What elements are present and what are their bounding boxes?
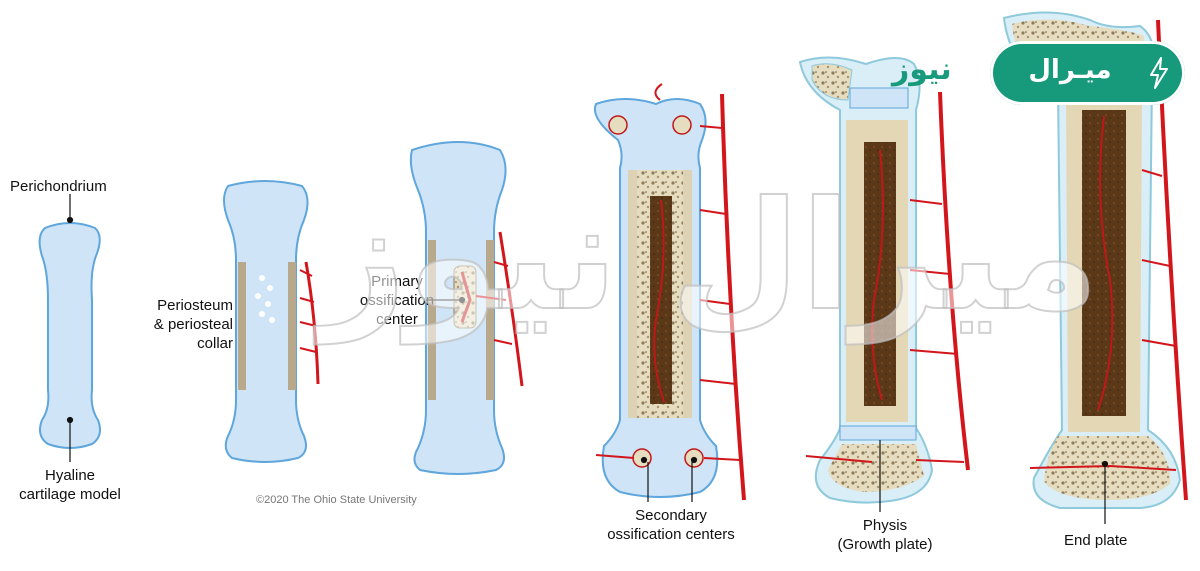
leader-lines xyxy=(66,194,1109,524)
stage-5-physis xyxy=(798,56,970,504)
stage-3-primary-center xyxy=(409,141,524,475)
label-periosteum-line-1: Periosteum xyxy=(157,297,233,314)
stage-1-cartilage-model xyxy=(38,222,101,449)
label-hyaline-cartilage: Hyaline cartilage model xyxy=(8,466,132,504)
label-primary-line-2: ossification xyxy=(359,292,435,309)
label-primary-center: Primary ossification center xyxy=(354,272,440,329)
watermark-overlay-text: ميرال نيوز xyxy=(319,169,1100,345)
brand-logo-text: ميـرال xyxy=(1028,55,1112,85)
label-periosteum: Periosteum & periosteal collar xyxy=(120,296,233,353)
label-primary-line-1: Primary xyxy=(371,273,423,290)
label-hyaline-line-1: Hyaline xyxy=(44,467,96,484)
label-hyaline-line-2: cartilage model xyxy=(19,486,121,503)
lightning-bolt-icon xyxy=(1150,57,1168,89)
label-physis-line-2: (Growth plate) xyxy=(837,536,933,553)
stage-2-periosteal-collar xyxy=(223,180,320,463)
label-physis: Physis (Growth plate) xyxy=(818,516,952,554)
label-secondary-line-1: Secondary xyxy=(635,507,707,524)
brand-logo: ميـرال xyxy=(990,41,1185,105)
label-end-plate: End plate xyxy=(1064,532,1128,549)
label-periosteum-line-2: & periosteal xyxy=(153,316,233,333)
label-periosteum-line-3: collar xyxy=(197,335,233,352)
stage-4-secondary-centers xyxy=(594,83,746,501)
label-physis-line-1: Physis xyxy=(862,517,908,534)
label-secondary-line-2: ossification centers xyxy=(607,526,735,543)
label-primary-line-3: center xyxy=(376,311,418,328)
copyright-text: ©2020 The Ohio State University xyxy=(256,494,417,506)
brand-logo-green-text: نيوز xyxy=(892,52,952,87)
label-secondary-centers: Secondary ossification centers xyxy=(588,506,754,544)
label-perichondrium: Perichondrium xyxy=(10,178,107,195)
